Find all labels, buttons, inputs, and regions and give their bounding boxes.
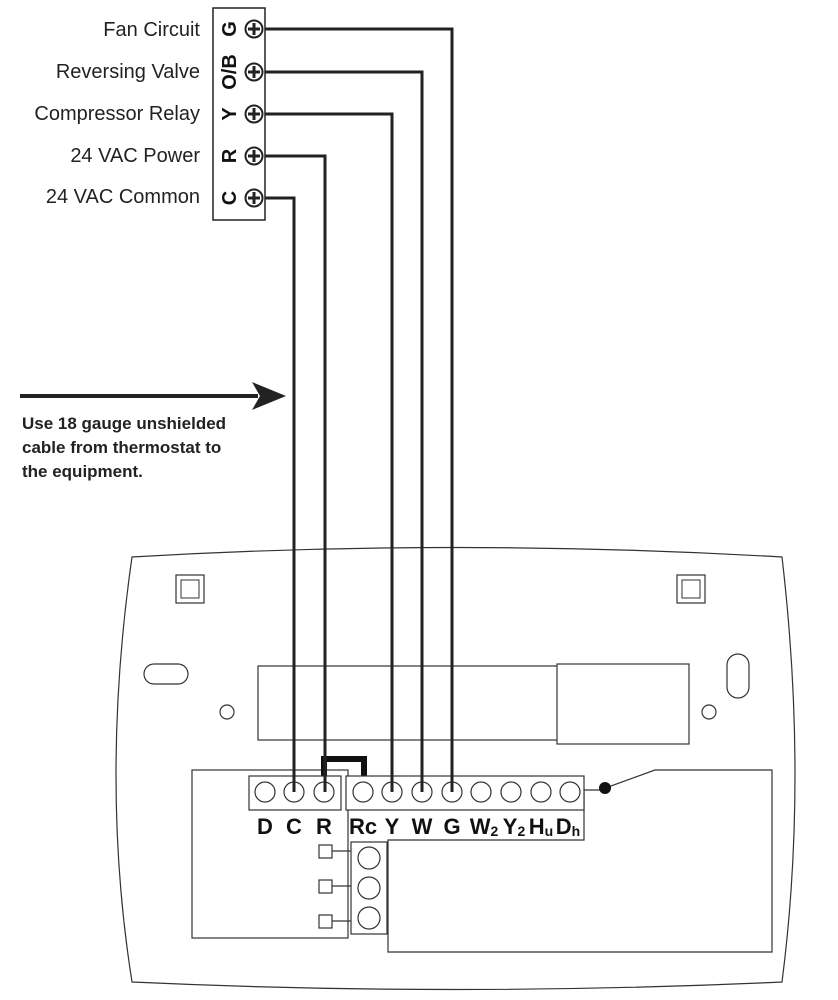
equipment-terminal-letters: G O/B Y R C [219, 21, 241, 205]
screw-icon-g [244, 19, 264, 39]
thermostat-screw-dh [559, 781, 581, 803]
thermostat-label-c: C [286, 814, 302, 839]
screw-icon-c [244, 188, 264, 208]
thermostat-label-d: D [257, 814, 273, 839]
thermostat-screw-w2 [470, 781, 492, 803]
terminal-letter-y: Y [219, 107, 241, 121]
screw-hole-right [701, 704, 717, 720]
wire-r [265, 154, 327, 792]
equipment-labels: Fan Circuit Reversing Valve Compressor R… [34, 19, 200, 208]
mounting-hole-right [676, 574, 706, 604]
cable-note-line2: cable from thermostat to [22, 438, 222, 457]
wire-opening-tab [556, 663, 690, 745]
label-fan-circuit: Fan Circuit [103, 19, 200, 41]
mounting-slot-right [726, 653, 750, 699]
thermostat-label-hu: Hu [529, 814, 553, 839]
label-24vac-power: 24 VAC Power [70, 145, 200, 167]
wire-c [265, 196, 296, 792]
terminal-letter-ob: O/B [219, 54, 241, 90]
wire-ob-to-w [265, 70, 424, 792]
label-compressor-relay: Compressor Relay [34, 103, 200, 125]
thermostat-label-w: W [412, 814, 433, 839]
thermostat-label-rc: Rc [349, 814, 377, 839]
thermostat-screw-y2 [500, 781, 522, 803]
arrow [20, 382, 286, 410]
equipment-terminal-block [212, 7, 266, 221]
thermostat-screw-hu [530, 781, 552, 803]
wire-g [265, 27, 454, 792]
thermostat-screw-d [254, 781, 276, 803]
cable-note: Use 18 gauge unshielded cable from therm… [22, 412, 292, 484]
thermostat-label-w2: W2 [470, 814, 499, 839]
wire-y [265, 112, 394, 792]
terminal-letter-g: G [219, 21, 241, 37]
label-24vac-common: 24 VAC Common [46, 186, 200, 208]
thermostat-label-r: R [316, 814, 332, 839]
screw-icon-ob [244, 62, 264, 82]
screw-hole-left [219, 704, 235, 720]
screw-icon-y [244, 104, 264, 124]
mounting-slot-left [143, 663, 189, 685]
thermostat-base [115, 546, 796, 991]
indicator-dot [599, 782, 611, 794]
label-reversing-valve: Reversing Valve [56, 61, 200, 83]
cable-note-line3: the equipment. [22, 462, 143, 481]
terminal-letter-r: R [219, 148, 241, 163]
cable-note-line1: Use 18 gauge unshielded [22, 414, 227, 433]
thermostat-label-y2: Y2 [503, 814, 526, 839]
thermostat-label-dh: Dh [556, 814, 580, 839]
terminal-letter-c: C [219, 191, 241, 205]
mounting-hole-left [175, 574, 205, 604]
wires [265, 27, 454, 792]
thermostat-label-y: Y [385, 814, 400, 839]
thermostat-label-g: G [443, 814, 460, 839]
thermostat-screw-rc [352, 781, 374, 803]
screw-icon-r [244, 146, 264, 166]
